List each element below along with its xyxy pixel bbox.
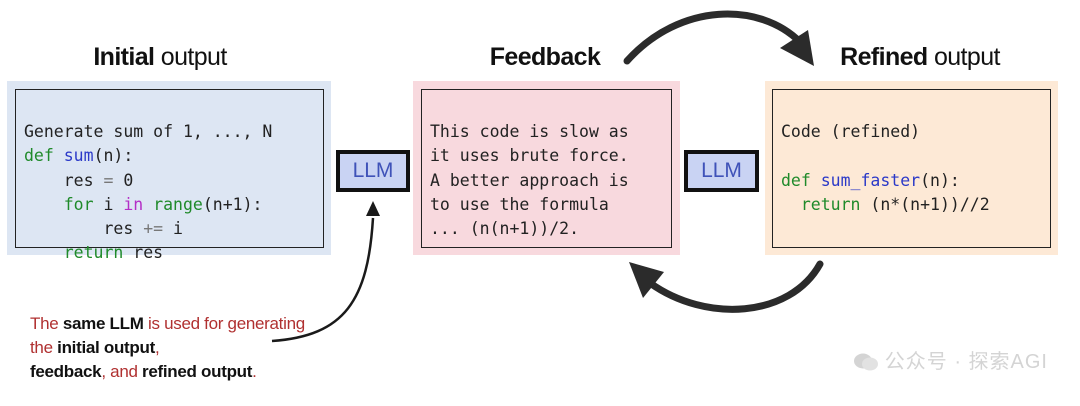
refined-code-box: Code (refined) def sum_faster(n): return …: [772, 89, 1051, 248]
feedback-line-5: ... (n(n+1))/2.: [430, 218, 580, 238]
arrow-refined-to-feedback: [646, 260, 824, 313]
heading-initial-output: Initial output: [60, 40, 260, 74]
initial-code-line-2: def sum(n):: [24, 146, 134, 166]
arrow-note-to-llm: [271, 217, 375, 343]
feedback-line-4: to use the formula: [430, 194, 609, 214]
heading-feedback: Feedback: [445, 40, 645, 74]
watermark: 公众号 · 探索AGI: [853, 345, 1048, 374]
arrowhead-refined-to-feedback: [629, 262, 664, 298]
initial-code-line-3: res = 0: [63, 170, 134, 190]
llm-box-initial: LLM: [336, 150, 410, 192]
heading-refined-rest: output: [933, 43, 1001, 71]
arrow-feedback-to-refined: [623, 10, 804, 65]
arrowhead-note-to-llm: [366, 201, 380, 216]
llm-label-initial: LLM: [352, 158, 394, 182]
llm-box-refine: LLM: [684, 150, 759, 192]
initial-panel: [7, 81, 331, 255]
llm-label-refine: LLM: [701, 158, 742, 182]
initial-code-line-4: for i in range(n+1):: [63, 194, 263, 214]
heading-feedback-bold: Feedback: [489, 43, 601, 71]
wechat-icon: [853, 353, 878, 371]
watermark-text: 公众号 · 探索AGI: [884, 351, 1048, 373]
initial-code-line-1: Generate sum of 1, ..., N: [24, 122, 273, 142]
feedback-line-2: it uses brute force.: [430, 146, 629, 166]
refined-code-line-1: Code (refined): [781, 122, 921, 142]
initial-code-line-6: return res: [63, 243, 164, 263]
heading-refined-output: Refined output: [810, 40, 1030, 74]
refined-code-line-3: def sum_faster(n):: [781, 170, 960, 190]
initial-code-box: Generate sum of 1, ..., N def sum(n): res…: [15, 89, 324, 262]
feedback-line-3: A better approach is: [430, 170, 629, 190]
refined-code-line-4: return (n*(n+1))//2: [800, 194, 990, 214]
same-llm-note: The same LLM is used for generating the …: [30, 314, 305, 381]
feedback-text-box: This code is slow as it uses brute force.…: [421, 89, 672, 248]
initial-code-line-5: res += i: [103, 218, 183, 238]
heading-refined-bold: Refined: [840, 43, 928, 71]
heading-initial-rest: output: [160, 43, 228, 71]
feedback-line-1: This code is slow as: [430, 122, 629, 142]
arrowhead-feedback-to-refined: [780, 30, 814, 66]
refined-panel: [765, 81, 1058, 255]
heading-initial-bold: Initial: [93, 43, 155, 71]
feedback-panel: [413, 81, 680, 255]
